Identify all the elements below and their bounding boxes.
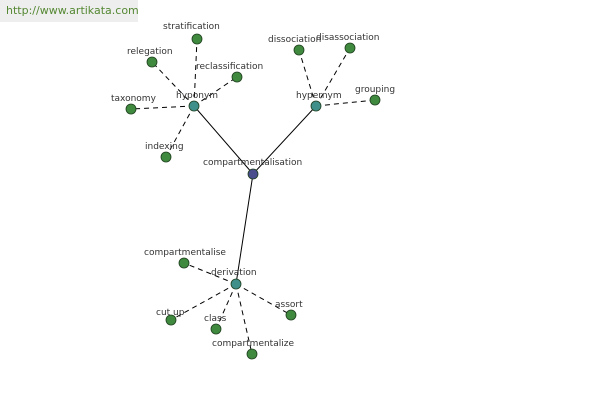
leaf-node-assort-label: assort: [275, 300, 303, 310]
watermark-url: http://www.artikata.com: [0, 0, 139, 22]
hub-node-hyponym-dot[interactable]: [188, 100, 200, 112]
edge-derivation-assort: [235, 283, 292, 316]
leaf-node-stratification-label: stratification: [163, 22, 220, 32]
leaf-node-cut-up-dot[interactable]: [165, 314, 177, 326]
leaf-node-indexing-label: indexing: [145, 142, 184, 152]
edge-hyponym-stratification: [193, 38, 198, 107]
leaf-node-indexing[interactable]: indexing: [145, 142, 184, 163]
leaf-node-dissociation-dot[interactable]: [293, 44, 305, 56]
edge-hypernym-disassociation: [315, 47, 351, 107]
leaf-node-class-dot[interactable]: [210, 323, 222, 335]
root-node-compartmentalisation[interactable]: compartmentalisation: [203, 158, 302, 180]
edge-hypernym-grouping: [315, 99, 376, 107]
hub-node-hyponym-label: hyponym: [176, 91, 218, 101]
leaf-node-compartmentalize[interactable]: compartmentalize: [212, 339, 294, 360]
leaf-node-taxonomy[interactable]: taxonomy: [111, 94, 157, 115]
graph-edges: [130, 38, 376, 355]
hub-node-hypernym[interactable]: hypernym: [296, 91, 342, 112]
leaf-node-relegation[interactable]: relegation: [127, 47, 173, 68]
hub-node-hyponym[interactable]: hyponym: [176, 91, 218, 112]
leaf-node-assort[interactable]: assort: [275, 300, 303, 321]
leaf-node-relegation-label: relegation: [127, 47, 173, 57]
edge-hyponym-taxonomy: [130, 105, 195, 110]
leaf-node-stratification[interactable]: stratification: [163, 22, 220, 45]
edge-derivation-cut-up: [170, 283, 237, 321]
leaf-node-compartmentalize-dot[interactable]: [246, 348, 258, 360]
leaf-node-compartmentalise-dot[interactable]: [178, 257, 190, 269]
leaf-node-class-label: class: [204, 314, 227, 324]
leaf-node-disassociation-dot[interactable]: [344, 42, 356, 54]
leaf-node-reclassification-dot[interactable]: [231, 71, 243, 83]
leaf-node-reclassification-label: reclassification: [196, 62, 263, 72]
leaf-node-compartmentalise-label: compartmentalise: [144, 248, 226, 258]
leaf-node-dissociation-label: dissociation: [268, 35, 321, 45]
leaf-node-grouping[interactable]: grouping: [355, 85, 395, 106]
leaf-node-compartmentalize-label: compartmentalize: [212, 339, 294, 349]
root-node-compartmentalisation-label: compartmentalisation: [203, 158, 302, 168]
leaf-node-compartmentalise[interactable]: compartmentalise: [144, 248, 226, 269]
leaf-node-taxonomy-label: taxonomy: [111, 94, 157, 104]
leaf-node-disassociation-label: disassociation: [316, 33, 380, 43]
hub-node-derivation-dot[interactable]: [230, 278, 242, 290]
hub-node-derivation-label: derivation: [211, 268, 257, 278]
root-node-compartmentalisation-dot[interactable]: [247, 168, 259, 180]
edge-root-derivation: [235, 173, 254, 285]
leaf-node-taxonomy-dot[interactable]: [125, 103, 137, 115]
hub-node-derivation[interactable]: derivation: [211, 268, 257, 290]
graph-nodes: stratification relegation reclassification…: [111, 22, 395, 360]
edge-hypernym-dissociation: [298, 49, 317, 107]
leaf-node-stratification-dot[interactable]: [191, 33, 203, 45]
edge-derivation-compartmentalize: [235, 283, 253, 355]
leaf-node-grouping-label: grouping: [355, 85, 395, 95]
leaf-node-dissociation[interactable]: dissociation: [268, 35, 321, 56]
leaf-node-assort-dot[interactable]: [285, 309, 297, 321]
leaf-node-reclassification[interactable]: reclassification: [196, 62, 263, 83]
leaf-node-indexing-dot[interactable]: [160, 151, 172, 163]
hub-node-hypernym-dot[interactable]: [310, 100, 322, 112]
edge-hyponym-indexing: [165, 105, 195, 158]
leaf-node-cut-up-label: cut up: [156, 308, 185, 318]
hub-node-hypernym-label: hypernym: [296, 91, 342, 101]
edge-root-hypernym: [252, 105, 317, 175]
edge-hyponym-relegation: [151, 61, 195, 107]
leaf-node-class[interactable]: class: [204, 314, 227, 335]
leaf-node-cut-up[interactable]: cut up: [156, 308, 185, 326]
leaf-node-disassociation[interactable]: disassociation: [316, 33, 380, 54]
edge-derivation-compartmentalise: [183, 262, 237, 285]
edge-root-hyponym: [193, 105, 254, 175]
leaf-node-grouping-dot[interactable]: [369, 94, 381, 106]
leaf-node-relegation-dot[interactable]: [146, 56, 158, 68]
